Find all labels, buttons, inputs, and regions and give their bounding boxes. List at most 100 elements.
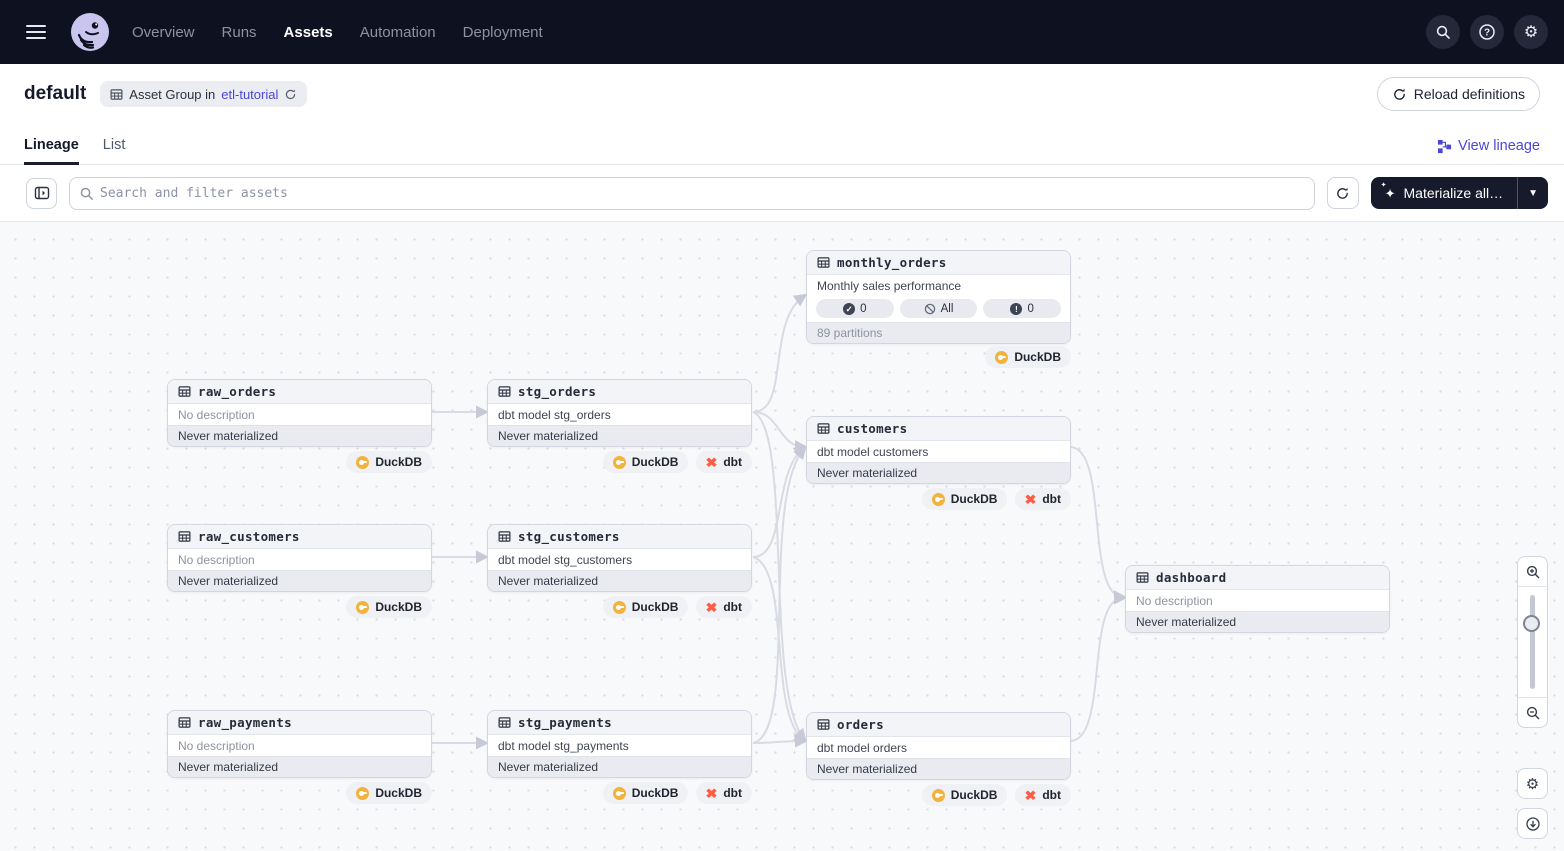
asset-node-monthly-orders[interactable]: monthly_orders Monthly sales performance…: [806, 250, 1071, 344]
asset-node-raw-payments[interactable]: raw_payments No description Never materi…: [167, 710, 432, 778]
asset-name: stg_orders: [518, 384, 597, 399]
sync-icon[interactable]: [284, 88, 297, 101]
asset-node-raw-orders[interactable]: raw_orders No description Never material…: [167, 379, 432, 447]
duckdb-badge[interactable]: DuckDB: [985, 346, 1071, 368]
asset-status: Never materialized: [168, 570, 431, 591]
page-header: default Asset Group in etl-tutorial Relo…: [0, 64, 1564, 124]
asset-badges: DuckDB ✖dbt: [487, 782, 752, 804]
materialize-all-button-group: ✦✦ Materialize all… ▼: [1370, 177, 1548, 209]
asset-status: Never materialized: [1126, 611, 1389, 632]
help-button[interactable]: [1470, 15, 1504, 49]
asset-description: Monthly sales performance: [807, 275, 1070, 296]
top-navigation-bar: Overview Runs Assets Automation Deployme…: [0, 0, 1564, 64]
nav-items: Overview Runs Assets Automation Deployme…: [132, 24, 543, 41]
zoom-out-icon: [1525, 705, 1541, 721]
zoom-in-icon: [1525, 564, 1541, 580]
zoom-controls: [1517, 556, 1548, 728]
dbt-badge[interactable]: ✖dbt: [1015, 488, 1071, 510]
nav-item-automation[interactable]: Automation: [359, 23, 436, 41]
materialize-all-button[interactable]: ✦✦ Materialize all…: [1380, 181, 1504, 202]
asset-status: Never materialized: [807, 462, 1070, 483]
table-icon: [817, 422, 830, 435]
zoom-slider-handle[interactable]: [1523, 615, 1540, 632]
duckdb-badge[interactable]: DuckDB: [921, 784, 1008, 806]
dagster-logo-icon[interactable]: [70, 12, 110, 52]
asset-description: dbt model stg_payments: [488, 735, 751, 756]
code-location-link[interactable]: etl-tutorial: [221, 86, 279, 102]
duckdb-icon: [356, 455, 370, 469]
partitions-missing-pill[interactable]: All: [899, 299, 978, 318]
nav-item-runs[interactable]: Runs: [221, 23, 257, 41]
check-circle-icon: ✓: [843, 302, 856, 315]
nav-item-assets[interactable]: Assets: [283, 23, 333, 41]
nav-item-overview[interactable]: Overview: [132, 23, 195, 41]
duckdb-icon: [995, 350, 1009, 364]
asset-status: Never materialized: [168, 425, 431, 446]
asset-partitions-label: 89 partitions: [807, 322, 1070, 343]
asset-description: No description: [168, 735, 431, 756]
duckdb-badge[interactable]: DuckDB: [346, 782, 432, 804]
duckdb-icon: [612, 786, 626, 800]
refresh-icon: [1335, 186, 1350, 201]
table-icon: [110, 88, 123, 101]
asset-node-stg-payments[interactable]: stg_payments dbt model stg_payments Neve…: [487, 710, 752, 778]
asset-node-stg-orders[interactable]: stg_orders dbt model stg_orders Never ma…: [487, 379, 752, 447]
dbt-badge[interactable]: ✖dbt: [1015, 784, 1071, 806]
graph-settings-button[interactable]: ⚙: [1517, 768, 1548, 799]
asset-badges: DuckDB: [167, 451, 432, 473]
tab-lineage[interactable]: Lineage: [24, 137, 79, 165]
table-icon: [498, 530, 511, 543]
asset-badges: DuckDB: [167, 596, 432, 618]
settings-button[interactable]: ⚙: [1514, 15, 1548, 49]
asset-name: dashboard: [1156, 570, 1227, 585]
toggle-sidebar-button[interactable]: [26, 177, 57, 209]
asset-name: raw_payments: [198, 715, 292, 730]
zoom-slider[interactable]: [1518, 587, 1547, 697]
sparkle-icon: ✦✦: [1380, 181, 1396, 201]
asset-name: stg_customers: [518, 529, 620, 544]
asset-description: No description: [168, 404, 431, 425]
duckdb-badge[interactable]: DuckDB: [602, 451, 689, 473]
duckdb-badge[interactable]: DuckDB: [602, 596, 689, 618]
view-lineage-link[interactable]: View lineage: [1437, 138, 1540, 164]
zoom-out-button[interactable]: [1518, 697, 1547, 727]
zoom-slider-track[interactable]: [1530, 595, 1535, 689]
lineage-graph-canvas[interactable]: monthly_orders Monthly sales performance…: [0, 222, 1564, 851]
partitions-success-pill[interactable]: ✓0: [816, 299, 894, 318]
asset-node-raw-customers[interactable]: raw_customers No description Never mater…: [167, 524, 432, 592]
asset-node-orders[interactable]: orders dbt model orders Never materializ…: [806, 712, 1071, 780]
dbt-badge[interactable]: ✖dbt: [696, 451, 752, 473]
tab-list[interactable]: List: [102, 137, 126, 153]
asset-description: dbt model customers: [807, 441, 1070, 462]
refresh-button[interactable]: [1326, 177, 1359, 209]
duckdb-badge[interactable]: DuckDB: [602, 782, 689, 804]
duckdb-badge[interactable]: DuckDB: [346, 451, 432, 473]
lineage-graph-icon: [1437, 139, 1452, 154]
dbt-badge[interactable]: ✖dbt: [696, 596, 752, 618]
asset-badges: DuckDB ✖dbt: [487, 596, 752, 618]
asset-name: raw_orders: [198, 384, 277, 399]
download-image-button[interactable]: [1517, 808, 1548, 839]
dbt-badge[interactable]: ✖dbt: [696, 782, 752, 804]
duckdb-badge[interactable]: DuckDB: [921, 488, 1008, 510]
dbt-icon: ✖: [1024, 787, 1037, 803]
asset-name: orders: [837, 717, 884, 732]
duckdb-icon: [356, 786, 370, 800]
partitions-failed-pill[interactable]: !0: [983, 299, 1062, 318]
reload-definitions-button[interactable]: Reload definitions: [1376, 77, 1540, 111]
reload-icon: [1392, 87, 1407, 102]
asset-node-dashboard[interactable]: dashboard No description Never materiali…: [1125, 565, 1390, 633]
asset-badges: DuckDB ✖dbt: [806, 784, 1071, 806]
panel-expand-icon: [34, 185, 50, 201]
zoom-in-button[interactable]: [1518, 557, 1547, 587]
materialize-dropdown-button[interactable]: ▼: [1517, 177, 1548, 209]
nav-item-deployment[interactable]: Deployment: [462, 23, 543, 41]
asset-node-customers[interactable]: customers dbt model customers Never mate…: [806, 416, 1071, 484]
asset-node-stg-customers[interactable]: stg_customers dbt model stg_customers Ne…: [487, 524, 752, 592]
duckdb-badge[interactable]: DuckDB: [346, 596, 432, 618]
asset-search-input[interactable]: [69, 176, 1315, 210]
global-search-button[interactable]: [1426, 15, 1460, 49]
asset-description: dbt model orders: [807, 737, 1070, 758]
menu-hamburger-icon[interactable]: [22, 13, 60, 51]
tabs-row: Lineage List View lineage: [0, 124, 1564, 165]
